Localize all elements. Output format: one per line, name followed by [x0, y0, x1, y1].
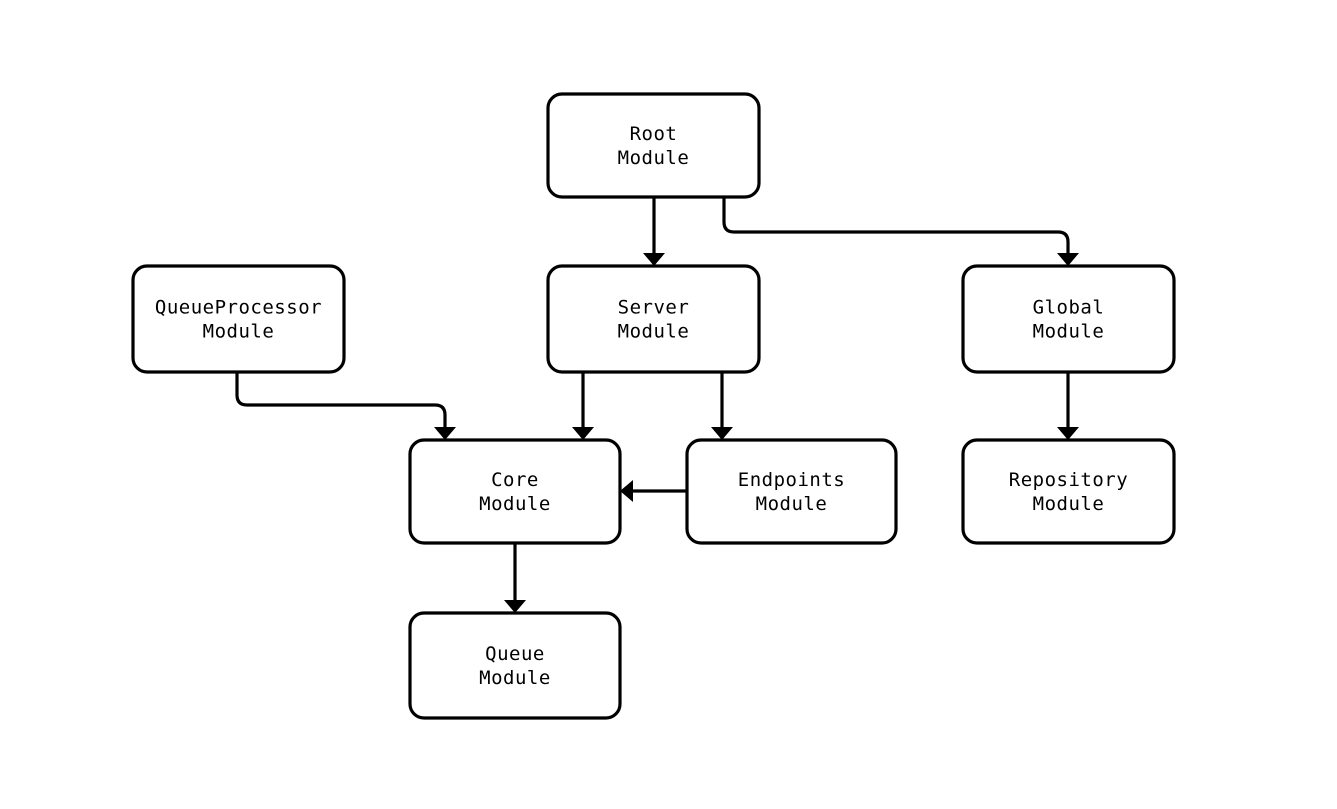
edge-line — [722, 197, 1070, 253]
edge-server-to-core — [572, 372, 594, 440]
node-label-secondary: Module — [1033, 321, 1105, 343]
arrowhead-icon — [1057, 253, 1079, 266]
node-label-secondary: Module — [1033, 493, 1105, 515]
node-box[interactable] — [961, 438, 1176, 545]
arrowhead-icon — [504, 600, 526, 613]
node-label-primary: Server — [618, 297, 690, 319]
edge-global-to-repository — [1057, 372, 1079, 440]
node-box[interactable] — [685, 438, 898, 545]
node-box[interactable] — [546, 92, 761, 199]
node-label-primary: Repository — [1009, 469, 1128, 491]
node-label-secondary: Module — [756, 493, 828, 515]
edge-line — [235, 372, 447, 427]
node-label-secondary: Module — [479, 493, 551, 515]
node-label-primary: Global — [1033, 297, 1105, 319]
node-label-primary: Queue — [485, 643, 545, 665]
node-label-secondary: Module — [203, 321, 275, 343]
edges-layer — [235, 197, 1079, 613]
node-box[interactable] — [961, 264, 1176, 374]
nodes-layer: RootModuleQueueProcessorModuleServerModu… — [131, 92, 1176, 720]
node-box[interactable] — [408, 611, 622, 720]
node-label-primary: Root — [630, 123, 678, 145]
node-label-primary: QueueProcessor — [155, 297, 322, 319]
node-box[interactable] — [408, 438, 622, 545]
arrowhead-icon — [643, 253, 665, 266]
node-label-secondary: Module — [479, 667, 551, 689]
node-label-primary: Endpoints — [738, 469, 845, 491]
edge-core-to-queue — [504, 543, 526, 613]
arrowhead-icon — [711, 427, 733, 440]
edge-root-to-server — [643, 197, 665, 266]
edge-endpoints-to-core — [620, 480, 687, 502]
node-label-primary: Core — [491, 469, 539, 491]
node-box[interactable] — [546, 264, 761, 374]
node-label-secondary: Module — [618, 321, 690, 343]
edge-root-to-global — [722, 197, 1079, 266]
node-label-secondary: Module — [618, 147, 690, 169]
edge-server-to-endpoints — [711, 372, 733, 440]
arrowhead-icon — [1057, 427, 1079, 440]
arrowhead-icon — [620, 480, 633, 502]
node-box[interactable] — [131, 264, 346, 374]
arrowhead-icon — [434, 427, 456, 440]
edge-queueprocessor-to-core — [235, 372, 456, 440]
arrowhead-icon — [572, 427, 594, 440]
